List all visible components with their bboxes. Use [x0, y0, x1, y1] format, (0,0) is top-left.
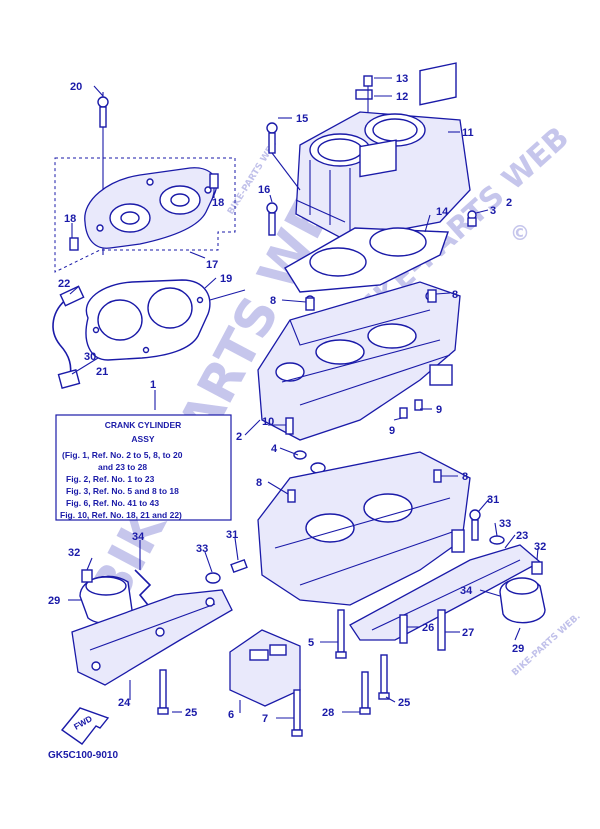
callout-19: 19	[220, 273, 232, 285]
callout-8-b: 8	[452, 289, 458, 301]
callout-23: 23	[516, 530, 528, 542]
callout-25-right: 25	[398, 697, 410, 709]
callout-30: 30	[84, 351, 96, 363]
box-line-1: (Fig. 1, Ref. No. 2 to 5, 8, to 20	[62, 450, 183, 460]
assembly-info-box: CRANK CYLINDER ASSY (Fig. 1, Ref. No. 2 …	[55, 414, 232, 521]
callout-12: 12	[396, 91, 408, 103]
callout-17: 17	[206, 259, 218, 271]
box-line-4: Fig. 3, Ref. No. 5 and 8 to 18	[66, 486, 179, 496]
callout-33-left: 33	[196, 543, 208, 555]
callout-16: 16	[258, 184, 270, 196]
box-line-6: Fig. 10, Ref. No. 18, 21 and 22)	[60, 510, 182, 520]
callout-1: 1	[150, 379, 156, 391]
callout-7: 7	[262, 713, 268, 725]
callout-27: 27	[462, 627, 474, 639]
callout-15: 15	[296, 113, 308, 125]
callout-28: 28	[322, 707, 334, 719]
callout-6: 6	[228, 709, 234, 721]
callout-4: 4	[271, 443, 278, 455]
box-line-5: Fig. 6, Ref. No. 41 to 43	[66, 498, 159, 508]
callout-34-right: 34	[460, 585, 473, 597]
callout-33-right: 33	[499, 518, 511, 530]
callout-8-c: 8	[256, 477, 262, 489]
callout-24: 24	[118, 697, 131, 709]
callout-20: 20	[70, 81, 82, 93]
fastener-bolts	[157, 609, 390, 737]
callout-29-right: 29	[512, 643, 524, 655]
callout-32-left: 32	[68, 547, 80, 559]
callout-18-left: 18	[64, 213, 76, 225]
callout-29-left: 29	[48, 595, 60, 607]
engine-mount-6	[229, 629, 301, 707]
callout-13: 13	[396, 73, 408, 85]
callout-11: 11	[462, 127, 474, 139]
callout-18-right: 18	[212, 197, 224, 209]
cylinder-head-group	[54, 92, 236, 273]
right-mount-bracket	[349, 509, 546, 651]
callout-2-top: 2	[506, 197, 512, 209]
box-line-3: Fig. 2, Ref. No. 1 to 23	[66, 474, 155, 484]
callout-21: 21	[96, 366, 108, 378]
cylinder-block	[266, 62, 477, 241]
callout-numbers: 20 13 12 15 11 16 3 2 14 18 18 17 19 22 …	[48, 73, 546, 725]
callout-26: 26	[422, 622, 434, 634]
forward-arrow: FWD	[60, 707, 110, 745]
callout-3: 3	[490, 205, 496, 217]
callout-9-b: 9	[389, 425, 395, 437]
watermark-copyright: ©	[510, 221, 530, 245]
left-mount-bracket	[71, 558, 248, 686]
callout-10: 10	[262, 416, 274, 428]
box-subtitle: ASSY	[131, 434, 154, 444]
callout-8-d: 8	[462, 471, 468, 483]
callout-31-left: 31	[226, 529, 238, 541]
leader-lines	[68, 77, 539, 719]
callout-31-right: 31	[487, 494, 499, 506]
box-title: CRANK CYLINDER	[105, 420, 182, 430]
callout-8-a: 8	[270, 295, 276, 307]
callout-5: 5	[308, 637, 314, 649]
callout-34-left: 34	[132, 531, 145, 543]
callout-9-a: 9	[436, 404, 442, 416]
cylinder-gasket	[284, 227, 449, 293]
box-line-2: and 23 to 28	[98, 462, 147, 472]
callout-32-right: 32	[534, 541, 546, 553]
callout-14: 14	[436, 206, 449, 218]
lower-crankcase	[257, 451, 471, 606]
diagram-code: GK5C100-9010	[48, 750, 118, 761]
upper-crankcase	[257, 281, 461, 474]
water-hose	[52, 285, 85, 389]
callout-2-mid: 2	[236, 431, 242, 443]
callout-22: 22	[58, 278, 70, 290]
head-gasket	[85, 279, 246, 361]
callout-25-left: 25	[185, 707, 197, 719]
